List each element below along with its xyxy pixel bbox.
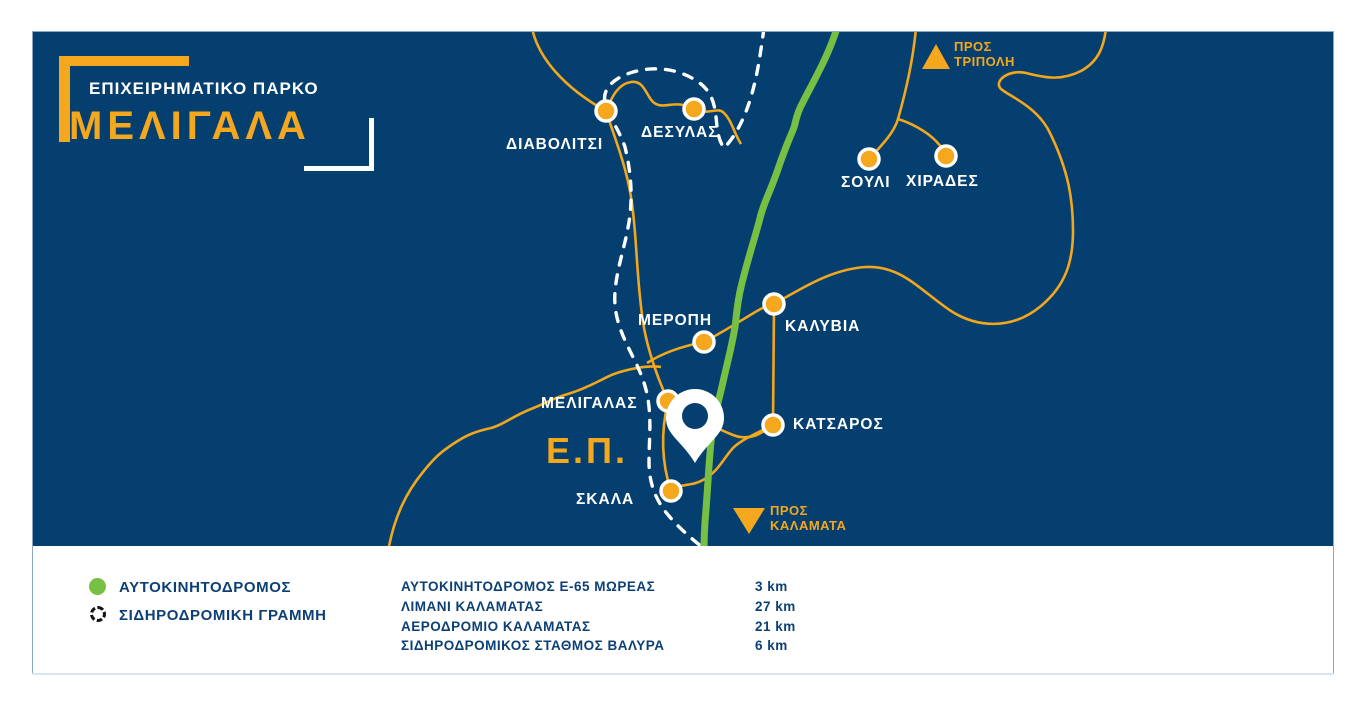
map-area: ΕΠΙΧΕΙΡΗΜΑΤΙΚΟ ΠΑΡΚΟ ΜΕΛΙΓΑΛΑ ΔΙΑΒΟΛΙΤΣΙ… [33,32,1333,546]
town-label-souli: ΣΟΥΛΙ [841,174,891,191]
distance-row-value: 21 km [755,619,796,634]
town-label-meropi: ΜΕΡΟΠΗ [638,312,713,329]
legend-label-highway: ΑΥΤΟΚΙΝΗΤΟΔΡΟΜΟΣ [119,579,292,596]
arrow-up-icon [922,44,950,69]
highway-dot-icon [89,578,106,595]
location-pin [666,389,724,463]
town-dot-meropi [692,330,716,354]
town-dot-katsaros [761,413,785,437]
legend-bar: ΑΥΤΟΚΙΝΗΤΟΔΡΟΜΟΣ ΣΙΔΗΡΟΔΡΟΜΙΚΗ ΓΡΑΜΜΗ ΑΥ… [33,546,1333,673]
highway-line [700,32,840,546]
brand-bracket-white [304,118,374,171]
distance-row-label: ΑΕΡΟΔΡΟΜΙΟ ΚΑΛΑΜΑΤΑΣ [401,619,591,634]
town-dot-souli [857,147,881,171]
railway-dashed-circle-icon [90,606,106,622]
brand-title-line2: ΜΕΛΙΓΑΛΑ [69,104,311,148]
distance-row-label: ΣΙΔΗΡΟΔΡΟΜΙΚΟΣ ΣΤΑΘΜΟΣ ΒΑΛΥΡΑ [401,638,665,653]
map-board: ΕΠΙΧΕΙΡΗΜΑΤΙΚΟ ΠΑΡΚΟ ΜΕΛΙΓΑΛΑ ΔΙΑΒΟΛΙΤΣΙ… [32,31,1334,673]
distance-row-value: 3 km [755,579,788,594]
road-north-souli [868,32,917,160]
road-kalyvia-katsaros [771,303,776,426]
town-dot-skala [659,479,683,503]
road-diavolitsi-desylas [604,80,695,112]
road-north-to-diavolitsi [531,32,607,113]
map-canvas [387,32,1107,546]
railway-line [602,32,766,546]
location-pin-hole [682,403,708,429]
town-label-katsaros: ΚΑΤΣΑΡΟΣ [793,416,884,433]
direction-tripoli: ΠΡΟΣ ΤΡΙΠΟΛΗ [954,39,1015,69]
town-dot-diavolitsi [594,99,618,123]
town-dot-desylas [682,97,706,121]
town-label-desylas: ΔΕΣΥΛΑΣ [641,124,719,141]
distance-row-value: 6 km [755,638,788,653]
direction-kalamata: ΠΡΟΣ ΚΑΛΑΜΑΤΑ [770,503,846,533]
town-dot-xirades [934,144,958,168]
distance-row-label: ΑΥΤΟΚΙΝΗΤΟΔΡΟΜΟΣ Ε-65 ΜΩΡΕΑΣ [401,579,656,594]
direction-tripoli-line1: ΠΡΟΣ [954,39,992,54]
business-park-label: Ε.Π. [546,430,629,471]
town-label-meligalas: ΜΕΛΙΓΑΛΑΣ [541,395,638,412]
direction-kalamata-line1: ΠΡΟΣ [770,503,808,518]
town-label-skala: ΣΚΑΛΑ [576,491,635,508]
town-dots [594,97,958,503]
road-southwest [387,365,662,546]
brand-title-line1: ΕΠΙΧΕΙΡΗΜΑΤΙΚΟ ΠΑΡΚΟ [89,79,319,98]
town-dot-kalyvia [762,292,786,316]
town-label-diavolitsi: ΔΙΑΒΟΛΙΤΣΙ [506,136,604,153]
road-diavolitsi-meligalas [604,110,670,402]
town-label-xirades: ΧΙΡΑΔΕΣ [906,173,979,190]
arrow-down-icon [733,508,765,534]
direction-kalamata-line2: ΚΑΛΑΜΑΤΑ [770,518,847,533]
distance-row-value: 27 km [755,599,796,614]
road-kalyvia-tripoli-loop [773,32,1107,326]
legend-label-railway: ΣΙΔΗΡΟΔΡΟΜΙΚΗ ΓΡΑΜΜΗ [119,607,327,624]
road-desylas-east [693,107,743,145]
direction-tripoli-line2: ΤΡΙΠΟΛΗ [954,54,1015,69]
brand-bracket-yellow [59,56,189,142]
town-label-kalyvia: ΚΑΛΥΒΙΑ [785,318,861,335]
distance-row-label: ΛΙΜΑΝΙ ΚΑΛΑΜΑΤΑΣ [401,599,544,614]
